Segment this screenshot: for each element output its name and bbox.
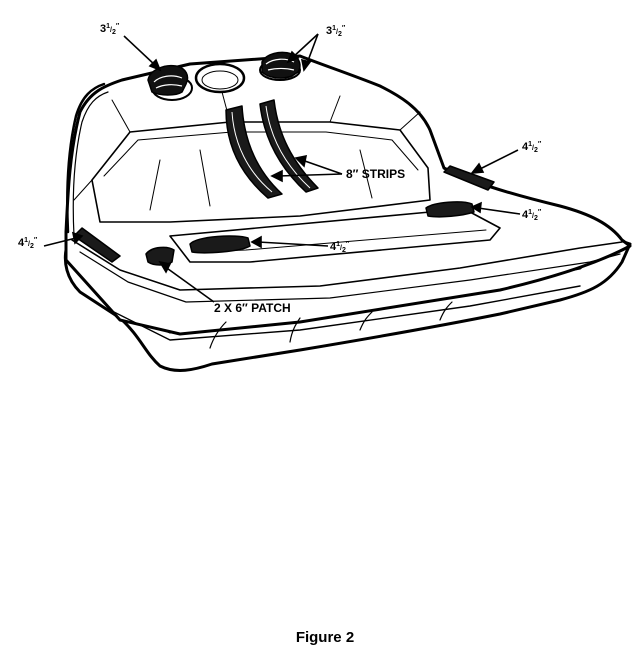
arrow-strips-head-1 (270, 169, 283, 183)
label-left-den: 2 (30, 243, 34, 250)
arrow-top-right-line-2 (305, 33, 319, 67)
label-right-lower-den: 2 (534, 215, 538, 222)
arrow-top-right-head-2 (300, 58, 312, 72)
label-top-right-unit: ″ (342, 25, 346, 32)
arrow-strips-line-2 (301, 159, 343, 175)
arrow-strips-head-2 (294, 154, 308, 168)
arrow-patch-head (158, 260, 172, 274)
label-top-left-num: 1 (106, 23, 110, 30)
labels: 31/2″ 31/2″ 41/2″ 8″ STRIPS 41/2″ 41/2″ … (18, 23, 542, 315)
label-right-upper-den: 2 (534, 147, 538, 154)
label-right-lower-whole: 4 (522, 209, 529, 221)
label-top-right-den: 2 (338, 31, 342, 38)
label-center-num: 1 (336, 241, 340, 248)
label-right-upper-num: 1 (528, 141, 532, 148)
skirt-line (109, 285, 581, 341)
arrow-center-line (257, 241, 329, 247)
leader-arrows (43, 33, 521, 303)
label-top-right-whole: 3 (326, 25, 332, 37)
arrow-top-left-head (148, 58, 162, 72)
arrow-center-head (250, 235, 262, 249)
label-left-unit: ″ (34, 237, 38, 244)
label-right-lower: 41/2″ (522, 209, 542, 222)
label-right-upper: 41/2″ (522, 141, 542, 154)
patch-right-lower (425, 201, 475, 218)
tank-top-outline (64, 54, 632, 336)
center-hole-inner (201, 70, 239, 90)
label-top-right-num: 1 (332, 25, 336, 32)
label-right-upper-whole: 4 (522, 141, 529, 153)
label-left-whole: 4 (18, 237, 25, 249)
rim-line-inner (79, 251, 621, 303)
arrow-top-right-line-1 (291, 33, 319, 59)
arrow-right-lower-line (477, 207, 521, 215)
patches (73, 51, 495, 266)
facet-lines (73, 91, 421, 211)
label-center: 41/2″ (330, 241, 350, 254)
fuel-tank (63, 54, 632, 372)
arrow-right-upper-head (470, 162, 485, 174)
rim-line-outer (71, 239, 623, 291)
patch-left (73, 227, 121, 263)
left-edge (66, 82, 106, 234)
center-hole (194, 62, 246, 94)
label-right-lower-num: 1 (528, 209, 532, 216)
label-top-right: 31/2″ (326, 25, 346, 38)
arrow-right-lower-head (470, 201, 482, 214)
figure-caption: Figure 2 (296, 629, 354, 646)
arrow-left-line (43, 237, 77, 247)
label-top-left-unit: ″ (116, 23, 120, 30)
strip-left (225, 105, 283, 199)
patch-right-upper (443, 165, 495, 191)
arrow-top-right-head-1 (286, 50, 300, 64)
label-left: 41/2″ (18, 237, 38, 250)
strip-right (259, 99, 319, 193)
label-right-upper-unit: ″ (538, 141, 542, 148)
label-center-unit: ″ (346, 241, 350, 248)
arrow-left-head (71, 231, 84, 245)
top-panel (91, 121, 431, 223)
arrow-right-upper-line (477, 149, 519, 171)
label-top-left-whole: 3 (100, 23, 106, 35)
label-top-left: 31/2″ (100, 23, 120, 36)
bottom-ribs (209, 301, 453, 349)
patch-top-left-hilite (153, 75, 183, 89)
label-center-den: 2 (342, 247, 346, 254)
arrow-strips-line-1 (277, 173, 343, 177)
label-strips: 8″ STRIPS (346, 167, 405, 181)
label-right-lower-unit: ″ (538, 209, 542, 216)
arrow-top-left-line (123, 35, 157, 67)
arrow-patch-line (163, 265, 215, 303)
label-top-left-den: 2 (112, 29, 116, 36)
strip-left-hilite (231, 111, 273, 193)
patch-2x6 (145, 246, 175, 266)
strip-right-hilite (265, 105, 311, 189)
label-patch: 2 X 6″ PATCH (214, 301, 291, 315)
patch-top-left (147, 64, 189, 96)
label-center-whole: 4 (330, 241, 337, 253)
patch-center (189, 235, 251, 254)
label-left-num: 1 (24, 237, 28, 244)
left-edge-inner (72, 91, 109, 237)
